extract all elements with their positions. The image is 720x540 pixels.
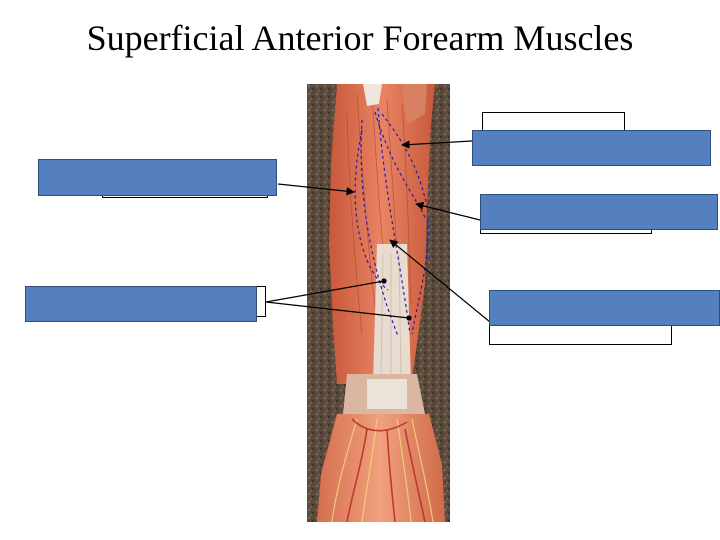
leader-left-lower-b <box>265 301 410 319</box>
label-box-left-lower[interactable] <box>25 286 257 322</box>
label-box-right-bottom[interactable] <box>489 290 720 326</box>
slide-title: Superficial Anterior Forearm Muscles <box>86 18 634 58</box>
leader-right-middle <box>415 201 481 221</box>
leader-left-upper <box>277 183 355 196</box>
leader-end-dot-b <box>406 315 412 321</box>
leader-left-lower-a <box>265 280 385 303</box>
hand <box>317 414 445 522</box>
label-box-right-top[interactable] <box>472 130 711 166</box>
leader-right-top <box>401 140 473 149</box>
forearm-model-photo <box>307 84 450 522</box>
dashed-muscle-outlines <box>354 107 429 337</box>
label-box-left-upper[interactable] <box>38 159 277 196</box>
leader-right-bottom <box>389 239 491 323</box>
leader-end-dot-a <box>381 278 387 284</box>
label-box-right-middle[interactable] <box>480 194 718 230</box>
